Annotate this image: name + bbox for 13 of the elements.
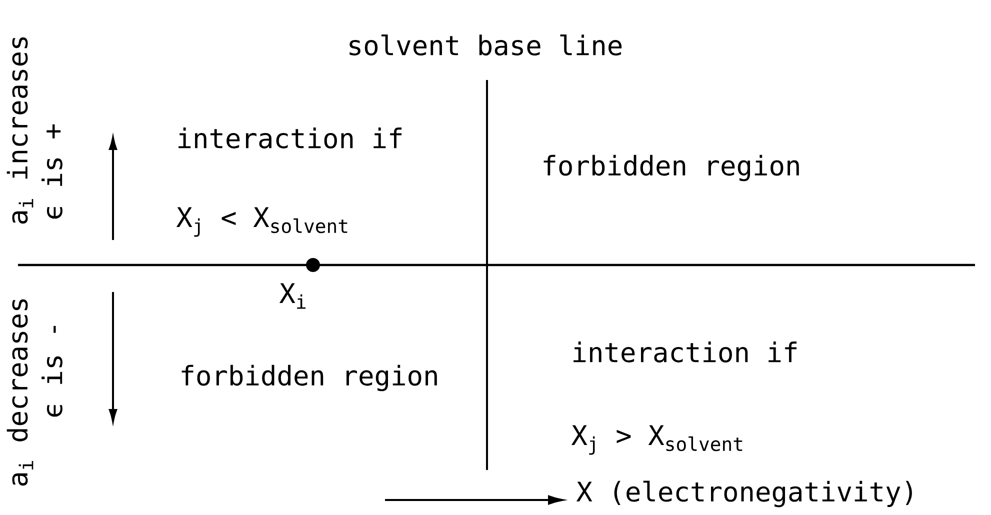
condition-label: X$_{j}$ > X$_{solvent}$ bbox=[571, 425, 742, 455]
sign-label: ϵ is - bbox=[42, 326, 62, 417]
region-label: forbidden region bbox=[544, 154, 799, 182]
sign-label: ϵ is + bbox=[42, 124, 62, 219]
region-label: interaction if bbox=[574, 342, 797, 362]
condition-label: X$_{j}$ < X$_{solvent}$ bbox=[176, 207, 348, 237]
region-label: interaction if bbox=[178, 128, 402, 148]
axis-title: solvent base line bbox=[350, 34, 622, 56]
axis-title: a$_{i}$ increases bbox=[6, 37, 34, 224]
point-label: X$_{i}$ bbox=[279, 283, 306, 309]
axis-title: X (electronegativity) bbox=[576, 480, 912, 508]
axis-title: a$_{i}$ decreases bbox=[6, 299, 34, 486]
region-label: forbidden region bbox=[182, 364, 437, 392]
